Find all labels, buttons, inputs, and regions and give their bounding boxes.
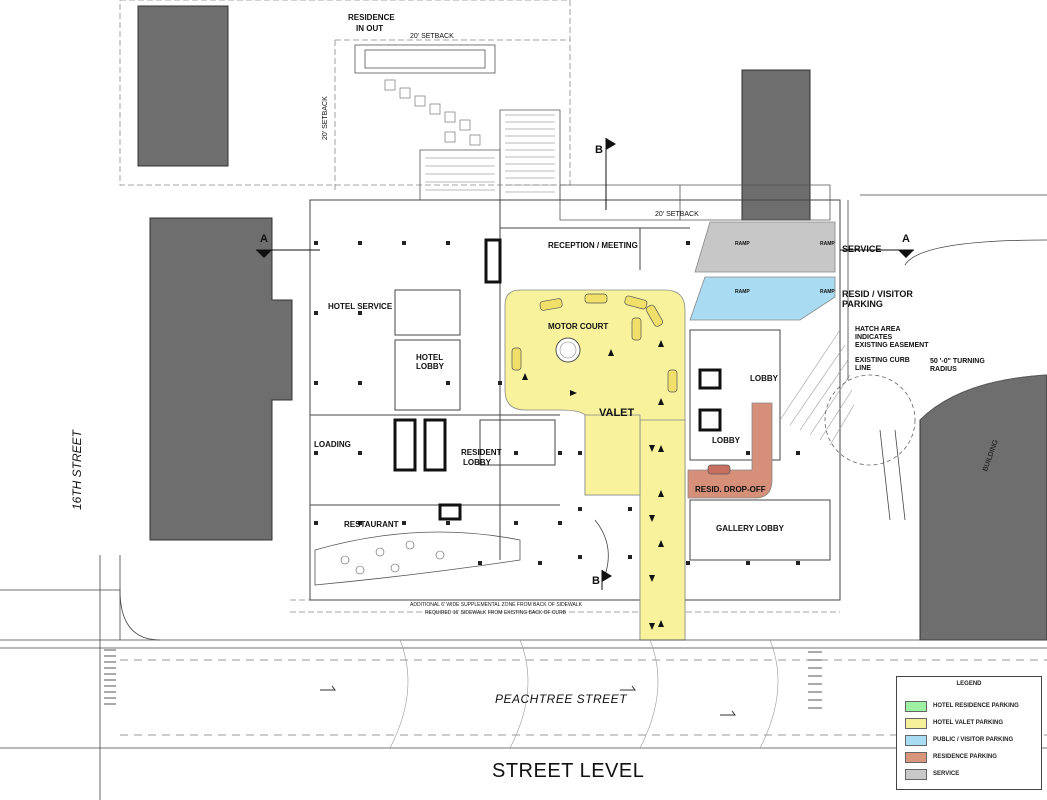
section-a-left: A [260,233,268,245]
street-lines [0,555,1047,800]
hotel-service-label: HOTEL SERVICE [328,302,393,311]
section-a-right: A [902,233,910,245]
legend-swatch [905,768,927,780]
legend-label: PUBLIC / VISITOR PARKING [933,737,1014,743]
restaurant-label: RESTAURANT [344,520,399,529]
legend-label: RESIDENCE PARKING [933,754,997,760]
ramp-note-3: RAMP [735,289,750,295]
turning-label-1: 50 '-0" TURNING [930,358,985,365]
easement-hatch [779,329,855,446]
section-marker-shapes [256,138,914,582]
supplemental-note-2: REQUIRED 16' SIDEWALK FROM EXISTING BACK… [425,610,567,616]
turning-radius-circle [824,374,916,466]
ramp-note-2: RAMP [820,241,835,247]
contour-lines [389,639,779,749]
neighbor-building-northeast [741,69,811,221]
legend-item-hotel-valet: HOTEL VALET PARKING [905,717,1004,729]
gallery-lobby-label: GALLERY LOBBY [716,524,785,533]
section-b-top: B [595,144,603,156]
resident-lobby-label-2: LOBBY [463,458,491,467]
ramp-note-4: RAMP [820,289,835,295]
patio-tables [340,540,445,575]
setback-mid-label: 20' SETBACK [655,211,699,218]
visitor-parking-zone [689,276,836,321]
legend-item-public-visitor: PUBLIC / VISITOR PARKING [905,734,1014,746]
legend-label: HOTEL VALET PARKING [933,720,1004,726]
legend-item-hotel-residence: HOTEL RESIDENCE PARKING [905,700,1019,712]
legend-swatch [905,751,927,763]
motor-court-island [555,337,581,363]
crosswalk [104,649,822,709]
residence-label: RESIDENCE [348,13,395,22]
setback-side-label: 20' SETBACK [322,96,329,140]
hatch-label-1: HATCH AREA [855,326,901,333]
peachtree-street-label: PEACHTREE STREET [495,692,628,706]
stair-hatch [425,114,555,193]
supplemental-note-1: ADDITIONAL 6' WIDE SUPPLEMENTAL ZONE FRO… [410,602,582,608]
gallery-entry-curve [594,519,609,576]
neighbor-building-east [919,374,1047,641]
hatch-label-2: INDICATES [855,334,893,341]
setback-top-label: 20' SETBACK [410,33,454,40]
neighbor-building-northwest [137,5,229,167]
legend-item-service: SERVICE [905,768,960,780]
residence-dropoff-zone [687,402,773,499]
lobby-lower-label: LOBBY [712,436,740,445]
road-arrows [320,685,736,716]
lobby-upper-label: LOBBY [750,374,778,383]
resid-visitor-label-1: RESID / VISITOR [842,289,913,299]
in-out-label: IN OUT [356,24,384,33]
motor-court-label: MOTOR COURT [548,322,609,331]
resid-dropoff-label: RESID. DROP-OFF [695,485,766,494]
legend-swatch [905,700,927,712]
resid-visitor-label-2: PARKING [842,299,883,309]
valet-lane [639,419,686,641]
legend-label: HOTEL RESIDENCE PARKING [933,703,1019,709]
loading-label: LOADING [314,440,351,449]
east-building-edge [919,374,1047,421]
sixteenth-street-label: 16TH STREET [70,429,84,510]
main-building-outline [309,199,841,601]
elevator-cores [393,238,722,521]
legend-swatch [905,717,927,729]
legend-label: SERVICE [933,771,960,777]
reception-label: RECEPTION / MEETING [548,241,638,250]
parked-cars [511,293,731,475]
plaza-pavers [384,79,481,146]
legend-heading: LEGEND [956,681,982,687]
hotel-lobby-label-1: HOTEL [416,353,444,362]
service-label: SERVICE [842,244,882,254]
east-curb [847,194,1047,521]
legend: LEGEND HOTEL RESIDENCE PARKING HOTEL VAL… [896,676,1042,790]
legend-swatch [905,734,927,746]
curb-label-1: EXISTING CURB [855,357,910,364]
valet-label: VALET [599,407,635,419]
page-title: STREET LEVEL [492,760,645,782]
section-lines [256,138,914,590]
valet-stalls [584,414,641,496]
restaurant-patio [314,531,521,586]
turning-label-2: RADIUS [930,366,957,373]
ramp-note-1: RAMP [735,241,750,247]
hotel-lobby-label-2: LOBBY [416,362,444,371]
service-zone [694,221,836,273]
curb-label-2: LINE [855,365,871,372]
neighbor-building-west [149,217,293,541]
legend-item-residence: RESIDENCE PARKING [905,751,997,763]
resident-lobby-label-1: RESIDENT [461,448,502,457]
section-b-bottom: B [592,575,600,587]
direction-arrows [522,340,664,630]
hatch-label-3: EXISTING EASEMENT [855,342,929,349]
